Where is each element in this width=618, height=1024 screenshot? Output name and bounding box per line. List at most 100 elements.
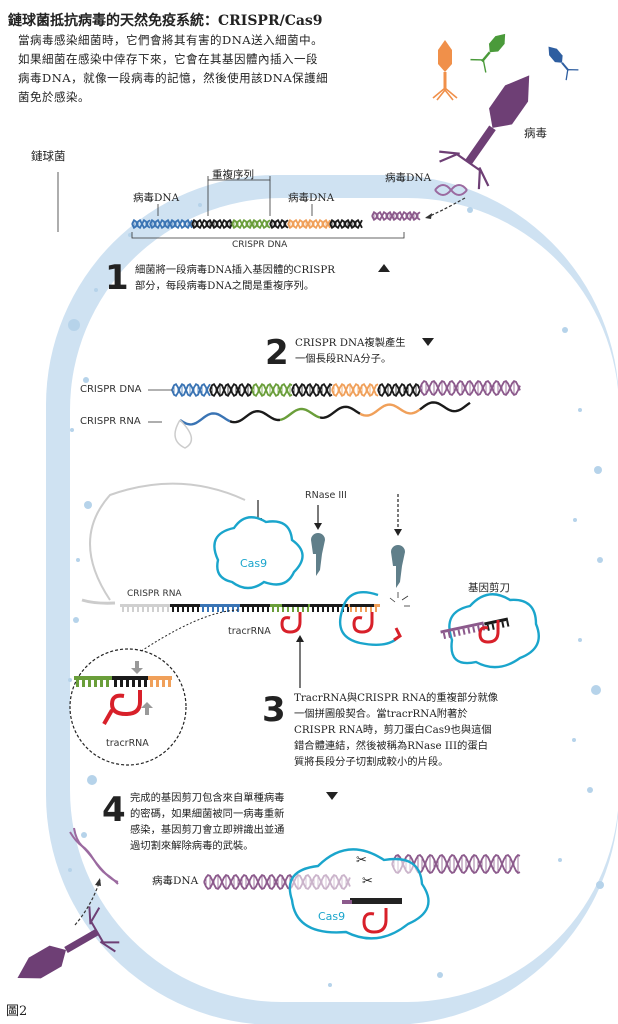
- zoom-arrows: [131, 661, 153, 715]
- intro-line-4: 菌免於感染。: [18, 90, 90, 104]
- step-1-number: 1: [105, 258, 129, 298]
- gene-scissors-tracrrna: [478, 620, 500, 644]
- helix-segment-end: [419, 380, 521, 396]
- crispr-dna-bracket: [131, 232, 405, 239]
- figure-caption: 圖2: [6, 1004, 28, 1019]
- callout-lines-1: [157, 176, 313, 216]
- dna-segment-0: [131, 218, 151, 230]
- tracrrna-hairpin: [280, 612, 402, 642]
- dna-segment-6: [329, 218, 363, 230]
- rna-segment-3: [319, 405, 361, 420]
- cas9-protein: [213, 516, 304, 590]
- rna-bar-segment-3: [240, 604, 270, 612]
- gene-scissors-label: 基因剪刀: [468, 582, 510, 594]
- cas9-attack: [288, 848, 430, 940]
- rna-start: [174, 419, 193, 449]
- step-1-line-2: 部分，每段病毒DNA之間是重複序列。: [135, 280, 315, 292]
- rna-segment-5: [419, 401, 471, 413]
- step-3-line-5: 質將長段分子切割成較小的片段。: [294, 756, 449, 768]
- cas9-complex-partial: [338, 591, 401, 646]
- zoom-teeth: [74, 676, 172, 687]
- helix-segment-5: [377, 383, 421, 397]
- figure-title: 鏈球菌抵抗病毒的天然免疫系統：CRISPR/Cas9: [8, 13, 323, 29]
- svg-text:✂: ✂: [356, 853, 367, 868]
- rna-bar-segment-1: [170, 604, 200, 612]
- dna-segment-3: [231, 218, 271, 230]
- rna-segment-1: [229, 409, 281, 424]
- crispr-dna-double-helix: [171, 380, 521, 397]
- helix-segment-4: [331, 383, 379, 397]
- rnase-label: RNase III: [305, 490, 347, 501]
- rna-bar-segment-2: [200, 604, 240, 612]
- cell-dots: [68, 203, 604, 987]
- zoom-segment-1: [112, 676, 148, 687]
- virus-blue: [548, 46, 579, 81]
- dna-segment-5: [287, 218, 331, 230]
- intro-line-3: 病毒DNA，就像一段病毒的記憶，然後使用該DNA保護細: [18, 71, 329, 85]
- helix-segment-2: [251, 383, 293, 397]
- scissors-repeat: [484, 617, 509, 626]
- cas9-bottom-label: Cas9: [318, 910, 346, 923]
- step2-triangle: [422, 338, 434, 346]
- cut-burst: [389, 592, 410, 607]
- dna-segment-viral: [371, 210, 421, 222]
- repeat-sequence-label: 重複序列: [212, 169, 254, 181]
- crispr-rna-strand: [174, 401, 471, 449]
- virus-green: [470, 33, 506, 73]
- incoming-viral-dna: [434, 184, 468, 196]
- gene-scissors-cas9: [448, 593, 540, 669]
- rnase-iii-protein: [311, 533, 325, 576]
- step-3-line-4: 錯合體連結，然後被稱為RNase III的蛋白: [294, 740, 488, 752]
- dna-segment-1: [149, 218, 193, 230]
- rna-loop: [89, 482, 246, 601]
- rna-tail: [81, 598, 116, 605]
- helix-segment-1: [209, 383, 253, 397]
- virus-label: 病毒: [524, 126, 547, 140]
- intro-line-1: 當病毒感染細菌時，它們會將其有害的DNA送入細菌中。: [18, 33, 324, 47]
- viral-dna-attack-label: 病毒DNA: [152, 875, 199, 887]
- step4-triangle: [326, 792, 338, 800]
- crispr-dna-bracket-label: CRISPR DNA: [232, 240, 288, 250]
- step-4-line-3: 感染，基因剪刀會立即辨識出並通: [130, 824, 285, 836]
- helix-segment-0: [171, 383, 211, 397]
- rna-segment-2: [279, 407, 321, 422]
- step-4-number: 4: [102, 790, 126, 830]
- cas9-label: Cas9: [240, 557, 268, 570]
- rna-segment-0: [179, 412, 231, 426]
- step-4-line-1: 完成的基因剪刀包含來自單種病毒: [130, 792, 285, 804]
- step-3-line-1: TracrRNA與CRISPR RNA的重複部分就像: [294, 692, 499, 704]
- crispr-rna-label: CRISPR RNA: [80, 416, 141, 427]
- crispr-rna-segmented: [120, 604, 380, 612]
- step-1-line-1: 細菌將一段病毒DNA插入基因體的CRISPR: [135, 264, 335, 276]
- attack-tracrrna: [362, 908, 388, 934]
- viral-dna-label-1: 病毒DNA: [133, 192, 180, 204]
- step-2-number: 2: [265, 333, 289, 373]
- rnase-iii-protein-cutting: [391, 545, 405, 588]
- scissors-guide: [440, 621, 484, 634]
- virus-orange: [432, 40, 458, 101]
- dna-segment-2: [191, 218, 233, 230]
- zoom-tracrrna: [102, 690, 142, 725]
- crispr-dna-label: CRISPR DNA: [80, 384, 142, 395]
- zoom-segment-2: [148, 676, 172, 687]
- zoom-segment-0: [74, 676, 112, 687]
- tracrrna-zoom-label: tracrRNA: [106, 738, 149, 749]
- step-3-line-3: CRISPR RNA時，剪刀蛋白Cas9也與這個: [294, 724, 492, 736]
- rna-segment-4: [359, 403, 421, 417]
- viral-dna-label-2: 病毒DNA: [288, 192, 335, 204]
- gene-scissors-rna: [440, 617, 510, 639]
- rna-bar-segment-0: [120, 604, 170, 612]
- step-3-number: 3: [262, 690, 286, 730]
- step-2-line-2: 一個長段RNA分子。: [295, 353, 392, 365]
- injected-viral-dna: [69, 827, 119, 885]
- svg-text:✂: ✂: [362, 874, 373, 889]
- viral-dna-incoming-label: 病毒DNA: [385, 172, 432, 184]
- step-3-line-2: 一個拼圖般契合。當tracrRNA附著於: [294, 708, 468, 720]
- helix-segment-3: [291, 383, 333, 397]
- rna-repeat-highlight: [282, 604, 308, 607]
- bacterium-label: 鏈球菌: [31, 149, 66, 163]
- scissors-icons: ✂✂: [356, 853, 373, 889]
- dna-segment-4: [269, 218, 289, 230]
- crispr-rna-small-label: CRISPR RNA: [127, 589, 182, 599]
